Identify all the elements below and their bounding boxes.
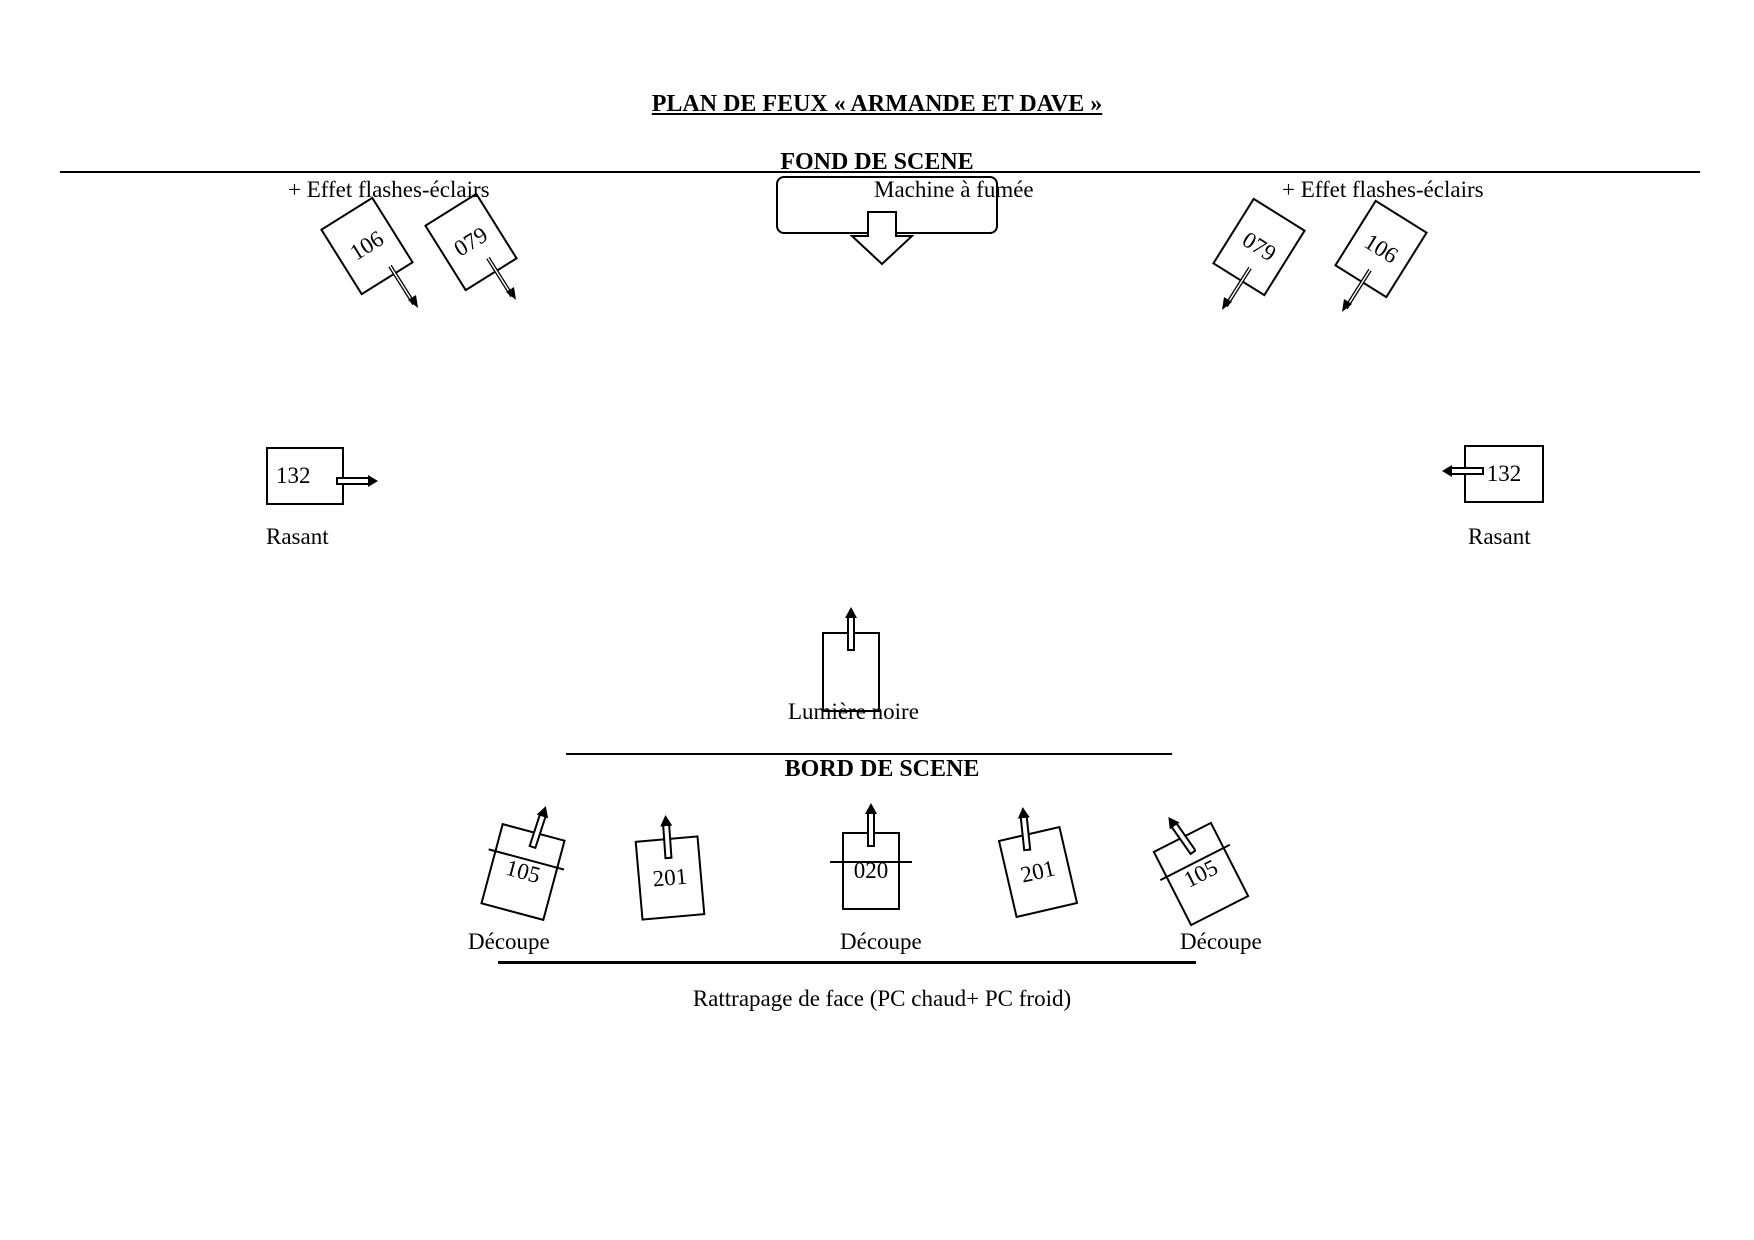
fixture-number: 132 (1486, 461, 1522, 486)
smoke-machine-label: Machine à fumée (874, 177, 1034, 202)
front-label: Découpe (1180, 929, 1262, 954)
arrow-right-icon (336, 475, 378, 487)
side-fixture-left: 132 (266, 447, 344, 505)
front-fixture: 020 (830, 832, 912, 910)
side-label-right: Rasant (1468, 524, 1531, 549)
black-light-label: Lumière noire (788, 699, 919, 724)
fixture-number: 105 (503, 854, 544, 889)
downstage-label: BORD DE SCENE (784, 756, 980, 782)
fixture-arrow-icon (486, 256, 516, 300)
fixture-arrow-icon (1222, 266, 1252, 310)
fixture-number: 132 (276, 463, 311, 488)
fixture-arrow-icon (388, 264, 418, 308)
arrow-up-icon (845, 607, 857, 651)
right-effect-label: + Effet flashes-éclairs (1282, 177, 1484, 202)
arrow-up-icon (528, 806, 549, 850)
side-label-left: Rasant (266, 524, 329, 549)
side-fixture-right: 132 (1464, 445, 1544, 503)
page-title: PLAN DE FEUX « ARMANDE ET DAVE » (651, 91, 1103, 117)
front-fixture: 105 (480, 822, 566, 922)
upstage-line (60, 171, 1700, 173)
front-catch-line (498, 961, 1196, 964)
arrow-up-icon (1017, 807, 1032, 852)
upstage-label: FOND DE SCENE (780, 149, 974, 175)
fixture-arrow-icon (1342, 268, 1372, 312)
arrow-up-icon (1168, 816, 1196, 856)
front-label: Découpe (840, 929, 922, 954)
left-effect-label: + Effet flashes-éclairs (288, 177, 490, 202)
fixture-number: 201 (651, 863, 689, 892)
fixture-number: 201 (1018, 855, 1058, 888)
arrow-up-icon (660, 815, 673, 860)
arrow-left-icon (1442, 465, 1484, 477)
front-fixture: 201 (997, 825, 1079, 919)
downstage-line (566, 753, 1172, 755)
front-label: Découpe (468, 929, 550, 954)
smoke-arrow-icon (849, 211, 915, 266)
shutter-line (830, 861, 912, 863)
front-catch-label: Rattrapage de face (PC chaud+ PC froid) (692, 986, 1072, 1011)
arrow-up-icon (865, 803, 877, 847)
fixture-number: 020 (853, 858, 889, 883)
